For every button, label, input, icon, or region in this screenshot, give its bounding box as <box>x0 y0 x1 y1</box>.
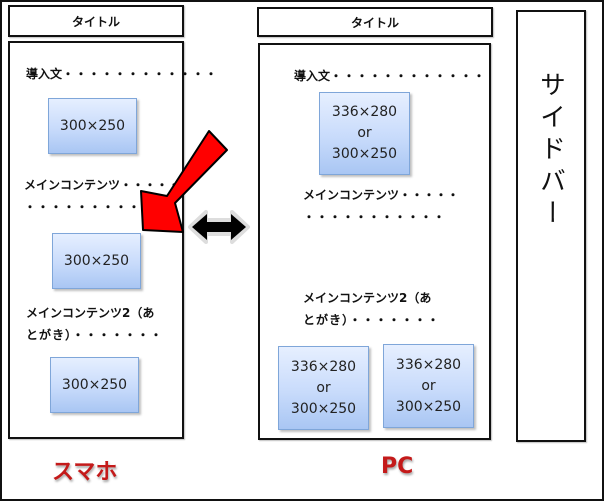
ad-or: or <box>316 379 331 396</box>
main-line-2: ・・・・・・・・・・・・・・・ <box>303 210 445 224</box>
main2-line-2: とがき）・・・・・・・ <box>26 328 164 342</box>
ad-size-primary: 336×280 <box>331 104 398 120</box>
main2-line-1: メインコンテンツ2（あ <box>26 306 155 320</box>
smartphone-label: スマホ <box>52 460 118 485</box>
smartphone-intro-text: 導入文・・・・・・・・・・・・ <box>26 63 218 85</box>
smartphone-title: タイトル <box>71 14 120 29</box>
pc-ad-2: 336×280 or 300×250 <box>278 346 369 430</box>
pc-label: PC <box>381 454 414 479</box>
pc-title-box: タイトル <box>257 7 493 37</box>
intro-label: 導入文 <box>26 67 63 81</box>
ad-size: 300×250 <box>63 252 130 269</box>
ad-size-secondary: 300×250 <box>290 400 357 417</box>
smartphone-title-box: タイトル <box>8 5 184 37</box>
ad-or: or <box>357 125 372 141</box>
pc-ad-3: 336×280 or 300×250 <box>383 344 474 428</box>
intro-label: 導入文 <box>294 69 331 83</box>
intro-dots: ・・・・・・・・・・・・ <box>62 67 219 81</box>
smartphone-ad-2: 300×250 <box>52 233 141 289</box>
main-line-1: メインコンテンツ・・・・・ <box>303 188 460 202</box>
ad-size: 300×250 <box>61 376 128 393</box>
pc-title: タイトル <box>350 15 399 30</box>
ad-size-secondary: 300×250 <box>395 398 462 415</box>
pc-main-text: メインコンテンツ・・・・・ ・・・・・・・・・・・・・・・ <box>303 184 459 228</box>
double-arrow-icon <box>188 210 250 244</box>
smartphone-ad-1: 300×250 <box>48 98 137 154</box>
sidebar-label: サイドバー <box>535 71 566 231</box>
smartphone-main2-text: メインコンテンツ2（あ とがき）・・・・・・・ <box>26 302 163 346</box>
pc-intro-text: 導入文・・・・・・・・・・・・ <box>294 65 486 87</box>
ad-size-primary: 336×280 <box>395 356 462 373</box>
main2-line-2: とがき）・・・・・・・ <box>303 313 441 327</box>
ad-size-secondary: 300×250 <box>331 146 398 162</box>
pc-main2-text: メインコンテンツ2（あ とがき）・・・・・・・ <box>303 287 440 331</box>
ad-size-primary: 336×280 <box>290 358 357 375</box>
main-line-1: メインコンテンツ・・・・・ <box>24 178 181 192</box>
main2-line-1: メインコンテンツ2（あ <box>303 291 432 305</box>
smartphone-main-text: メインコンテンツ・・・・・ ・・・・・・・・・・・・・・・ <box>24 174 180 218</box>
pc-sidebar-box: サイドバー <box>516 10 586 442</box>
ad-or: or <box>421 377 436 394</box>
intro-dots: ・・・・・・・・・・・・ <box>330 69 487 83</box>
pc-ad-1: 336×280 or 300×250 <box>319 92 410 175</box>
smartphone-ad-3: 300×250 <box>50 357 139 413</box>
main-line-2: ・・・・・・・・・・・・・・・ <box>24 200 149 214</box>
red-arrow-icon <box>140 130 228 233</box>
ad-size: 300×250 <box>59 117 126 134</box>
